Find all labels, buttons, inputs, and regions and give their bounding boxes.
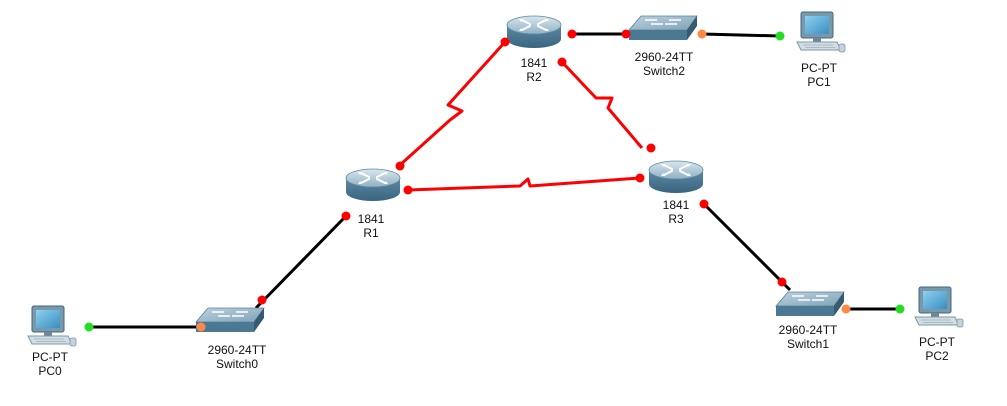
pc-icon[interactable] bbox=[914, 286, 964, 328]
pc-icon[interactable] bbox=[27, 305, 77, 347]
port-indicators bbox=[84, 29, 905, 332]
router-icon[interactable] bbox=[506, 15, 562, 49]
pc-icon[interactable] bbox=[796, 11, 846, 53]
port-dot-switch1-uplink bbox=[777, 277, 787, 287]
router-icon[interactable] bbox=[648, 160, 704, 194]
links-layer bbox=[89, 32, 900, 329]
switch-icon[interactable] bbox=[775, 291, 845, 317]
device-model: 1841 bbox=[520, 56, 548, 70]
device-name: PC1 bbox=[807, 75, 831, 89]
port-dot-r2-serial-r1 bbox=[500, 37, 510, 47]
device-label-pc1: PC-PT PC1 bbox=[801, 61, 837, 89]
device-name: Switch2 bbox=[642, 64, 686, 78]
port-dot-switch2-pc1 bbox=[697, 29, 707, 39]
port-dot-r1-serial-r2 bbox=[395, 161, 405, 171]
device-label-switch0: 2960-24TT Switch0 bbox=[208, 343, 267, 371]
port-dot-switch0-pc0 bbox=[196, 322, 206, 332]
router-icon[interactable] bbox=[345, 168, 401, 202]
device-model: PC-PT bbox=[32, 350, 68, 364]
device-label-pc0: PC-PT PC0 bbox=[32, 350, 68, 378]
ethernet-link-switch2-pc1[interactable] bbox=[701, 32, 781, 38]
device-model: 2960-24TT bbox=[778, 323, 838, 337]
device-name: R2 bbox=[526, 70, 542, 84]
port-dot-r3-serial-r1 bbox=[635, 173, 645, 183]
device-model: 2960-24TT bbox=[634, 50, 694, 64]
device-name: Switch0 bbox=[215, 357, 259, 371]
device-name: PC0 bbox=[38, 364, 62, 378]
device-model: 1841 bbox=[357, 212, 385, 226]
device-model: 2960-24TT bbox=[207, 343, 267, 357]
port-dot-switch2-uplink bbox=[621, 29, 631, 39]
device-name: R1 bbox=[363, 226, 379, 240]
ethernet-link-r3-switch1[interactable] bbox=[702, 202, 792, 292]
port-dot-r3-serial-r2 bbox=[646, 143, 656, 153]
serial-link-r2-r3[interactable] bbox=[560, 60, 644, 149]
ethernet-link-r1-switch0[interactable] bbox=[254, 214, 348, 310]
port-dot-r1-eth bbox=[341, 211, 351, 221]
port-dot-r2-eth bbox=[567, 29, 577, 39]
device-label-r3: 1841 R3 bbox=[663, 198, 690, 226]
device-name: Switch1 bbox=[786, 337, 830, 351]
port-dot-switch1-pc2 bbox=[841, 304, 851, 314]
port-dot-pc2 bbox=[895, 304, 905, 314]
port-dot-r3-eth bbox=[699, 199, 709, 209]
port-dot-r1-serial-r3 bbox=[403, 185, 413, 195]
device-label-switch1: 2960-24TT Switch1 bbox=[779, 323, 838, 351]
port-dot-r2-serial-r3 bbox=[557, 57, 567, 67]
device-label-r1: 1841 R1 bbox=[358, 212, 385, 240]
device-label-r2: 1841 R2 bbox=[521, 56, 548, 84]
port-dot-switch0-uplink bbox=[257, 295, 267, 305]
device-label-pc2: PC-PT PC2 bbox=[919, 335, 955, 363]
serial-link-r1-r2[interactable] bbox=[398, 40, 507, 167]
device-label-switch2: 2960-24TT Switch2 bbox=[635, 50, 694, 78]
port-dot-pc0 bbox=[84, 322, 94, 332]
device-model: PC-PT bbox=[801, 61, 837, 75]
switch-icon[interactable] bbox=[195, 307, 265, 333]
device-name: R3 bbox=[668, 212, 684, 226]
device-model: PC-PT bbox=[919, 335, 955, 349]
device-name: PC2 bbox=[925, 349, 949, 363]
port-dot-pc1 bbox=[775, 31, 785, 41]
switch-icon[interactable] bbox=[628, 15, 698, 41]
serial-link-r1-r3[interactable] bbox=[407, 176, 641, 192]
device-model: 1841 bbox=[662, 198, 690, 212]
